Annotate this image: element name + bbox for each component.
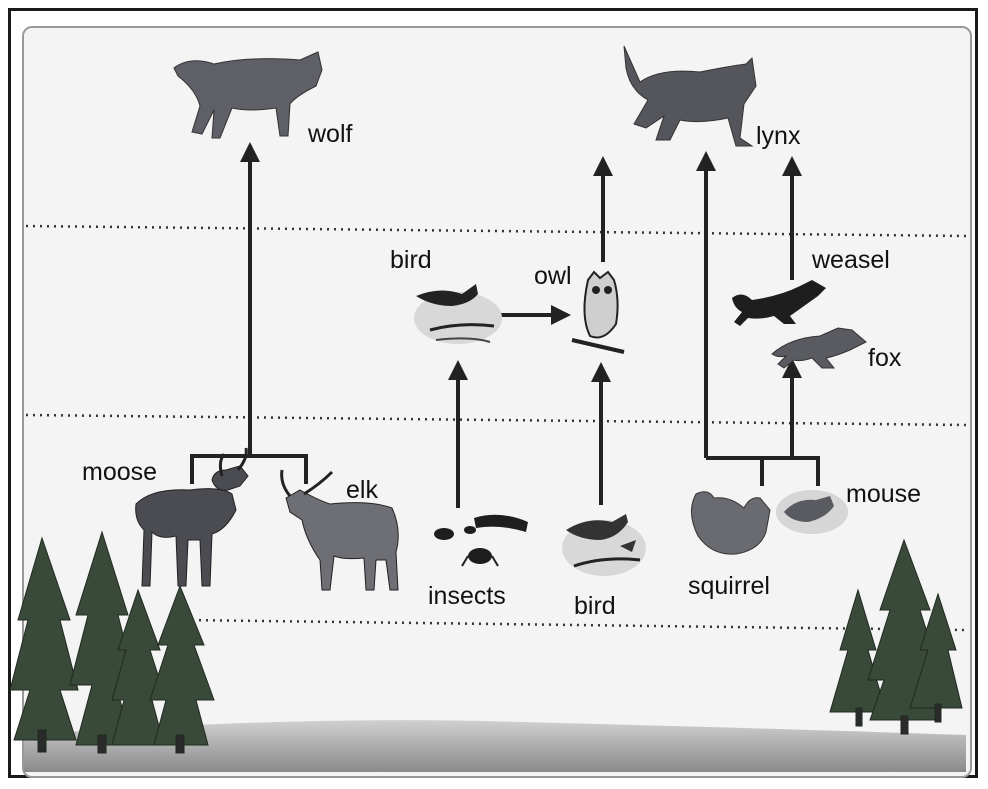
food-web-arrows bbox=[192, 146, 818, 508]
owl-icon bbox=[572, 272, 624, 352]
bird-bottom-icon bbox=[562, 514, 646, 576]
label-bird-top: bird bbox=[390, 246, 432, 275]
label-insects: insects bbox=[428, 582, 506, 611]
label-bird-bottom: bird bbox=[574, 592, 616, 621]
weasel-icon bbox=[732, 280, 826, 326]
label-weasel: weasel bbox=[812, 246, 890, 275]
lynx-icon bbox=[624, 46, 756, 146]
fox-icon bbox=[772, 328, 866, 368]
trophic-level-lines bbox=[26, 226, 966, 630]
insects-icon bbox=[434, 515, 528, 566]
label-lynx: lynx bbox=[756, 122, 800, 151]
trees-right bbox=[830, 540, 962, 734]
squirrel-icon bbox=[691, 492, 770, 554]
wolf-icon bbox=[174, 52, 322, 138]
label-fox: fox bbox=[868, 344, 901, 373]
label-wolf: wolf bbox=[308, 120, 352, 149]
label-elk: elk bbox=[346, 476, 378, 505]
bird-top-icon bbox=[414, 284, 502, 344]
mouse-icon bbox=[776, 490, 848, 534]
label-mouse: mouse bbox=[846, 480, 921, 509]
label-moose: moose bbox=[82, 458, 157, 487]
label-owl: owl bbox=[534, 262, 572, 291]
label-squirrel: squirrel bbox=[688, 572, 770, 601]
elk-icon bbox=[282, 470, 399, 590]
moose-elk-bracket bbox=[192, 456, 306, 484]
